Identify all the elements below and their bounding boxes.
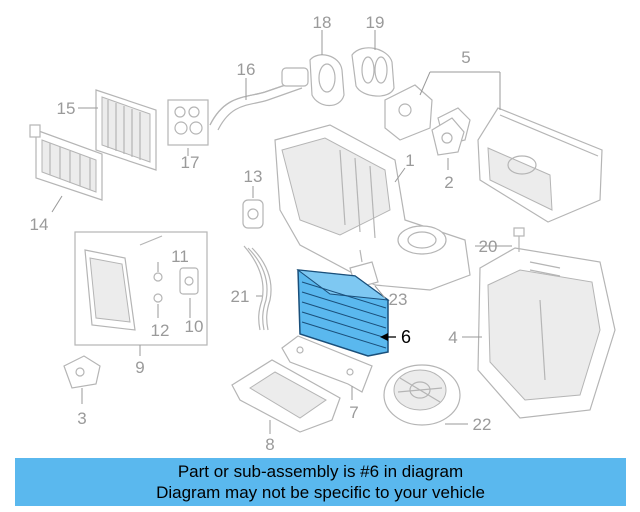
part-5-housing-cover[interactable] [477, 107, 603, 223]
callout-3: 3 [77, 409, 86, 428]
callout-6: 6 [401, 327, 411, 347]
callout-14: 14 [30, 215, 49, 234]
part-4-lower-housing[interactable] [477, 247, 616, 419]
callout-21: 21 [231, 287, 250, 306]
callout-9: 9 [135, 358, 144, 377]
callout-8: 8 [265, 435, 274, 454]
part-8-tray[interactable] [231, 359, 341, 433]
banner-line-2: Diagram may not be specific to your vehi… [156, 483, 485, 502]
info-banner: Part or sub-assembly is #6 in diagram Di… [15, 458, 626, 506]
banner-line-1: Part or sub-assembly is #6 in diagram [177, 462, 464, 481]
part-15-evaporator[interactable] [95, 89, 157, 171]
part-7-bracket[interactable] [281, 335, 373, 393]
part-18-grommet[interactable] [309, 54, 345, 107]
part-20-bolt[interactable] [513, 227, 525, 252]
callout-7: 7 [349, 403, 358, 422]
callout-20: 20 [479, 237, 498, 256]
callout-5: 5 [461, 48, 470, 67]
callout-12: 12 [151, 321, 170, 340]
callout-1: 1 [405, 151, 414, 170]
part-2-actuator[interactable] [431, 117, 465, 156]
part-13-clip[interactable] [242, 199, 264, 229]
part-19-grommet[interactable] [351, 47, 395, 97]
callout-22: 22 [473, 415, 492, 434]
part-6-cabin-air-filter[interactable] [296, 269, 390, 357]
callout-19: 19 [366, 13, 385, 32]
part-22-blower-motor[interactable] [383, 364, 461, 426]
callout-15: 15 [57, 99, 76, 118]
callout-2: 2 [444, 173, 453, 192]
callout-16: 16 [237, 60, 256, 79]
part-17-seal-kit[interactable] [167, 99, 209, 146]
callout-23: 23 [389, 290, 408, 309]
parts-diagram: 18 19 5 16 15 17 1 2 13 14 20 11 21 23 1… [29, 13, 616, 454]
part-3-actuator[interactable] [63, 355, 101, 389]
part-16-pipe[interactable] [209, 67, 309, 131]
callout-17: 17 [181, 153, 200, 172]
part-21-drain-hose[interactable] [243, 245, 272, 331]
callout-13: 13 [244, 167, 263, 186]
part-10-expansion-valve[interactable] [179, 267, 199, 295]
callout-4: 4 [448, 328, 457, 347]
callout-11: 11 [171, 247, 189, 266]
part-1-hvac-housing[interactable] [274, 124, 471, 291]
callout-18: 18 [313, 13, 332, 32]
callout-10: 10 [185, 317, 204, 336]
part-14-heater-core[interactable] [29, 124, 103, 201]
